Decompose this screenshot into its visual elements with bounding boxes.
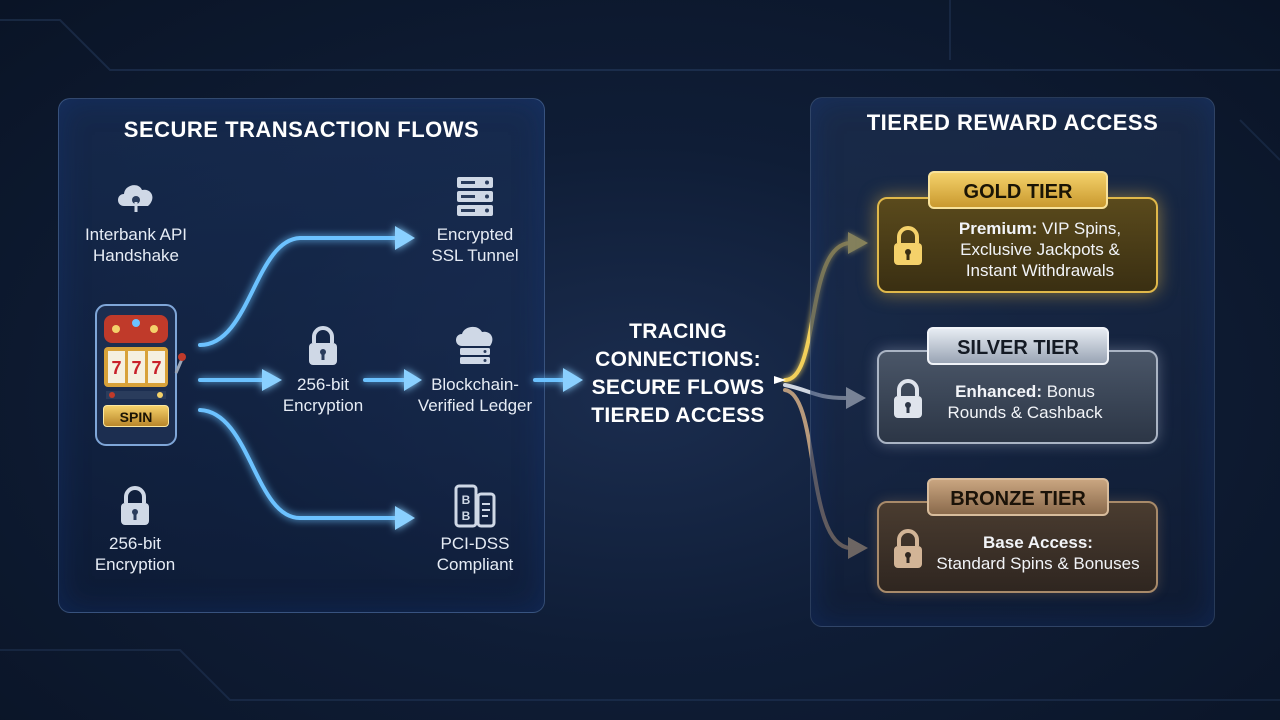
left-panel-title: SECURE TRANSACTION FLOWS	[123, 117, 480, 142]
cloud-lock-icon	[118, 185, 153, 212]
cloud-server-icon	[456, 326, 493, 364]
gold-padlock-icon	[894, 226, 922, 265]
bronze-tier-card[interactable]	[877, 501, 1158, 593]
padlock-icon	[121, 486, 149, 525]
silver-tier-badge: SILVER TIER	[927, 327, 1109, 365]
gold-tier-badge: GOLD TIER	[928, 171, 1108, 209]
encryption-label-bottom: 256-bit Encryption	[94, 534, 176, 574]
gold-tier-description: Premium: VIP Spins, Exclusive Jackpots &…	[958, 219, 1122, 280]
silver-tier-card[interactable]	[877, 350, 1158, 444]
svg-text:B: B	[462, 493, 471, 507]
svg-text:B: B	[462, 509, 471, 523]
gold-tier-card[interactable]	[877, 197, 1158, 293]
bronze-tier-badge: BRONZE TIER	[927, 478, 1109, 516]
silver-tier-description: Enhanced: Bonus Rounds & Cashback	[947, 382, 1103, 422]
blockchain-ledger-label: Blockchain- Verified Ledger	[417, 375, 533, 415]
silver-padlock-icon	[894, 379, 922, 418]
interbank-api-label: Interbank API Handshake	[84, 225, 188, 265]
bronze-tier-description: Base Access: Standard Spins & Bonuses	[936, 533, 1140, 573]
svg-text:7: 7	[111, 358, 121, 378]
svg-text:7: 7	[151, 358, 161, 378]
ssl-tunnel-label: Encrypted SSL Tunnel	[431, 225, 519, 265]
padlock-icon	[309, 326, 337, 365]
server-stack-icon	[457, 177, 493, 216]
svg-text:7: 7	[131, 358, 141, 378]
center-title: TRACING CONNECTIONS: SECURE FLOWS TIERED…	[591, 320, 765, 427]
bronze-padlock-icon	[894, 529, 922, 568]
right-panel-title: TIERED REWARD ACCESS	[866, 110, 1159, 135]
spin-button[interactable]: SPIN	[103, 405, 169, 427]
encryption-label-middle: 256-bit Encryption	[282, 375, 364, 415]
pci-dss-label: PCI-DSS Compliant	[436, 534, 514, 574]
document-check-icon: B B	[454, 484, 496, 528]
